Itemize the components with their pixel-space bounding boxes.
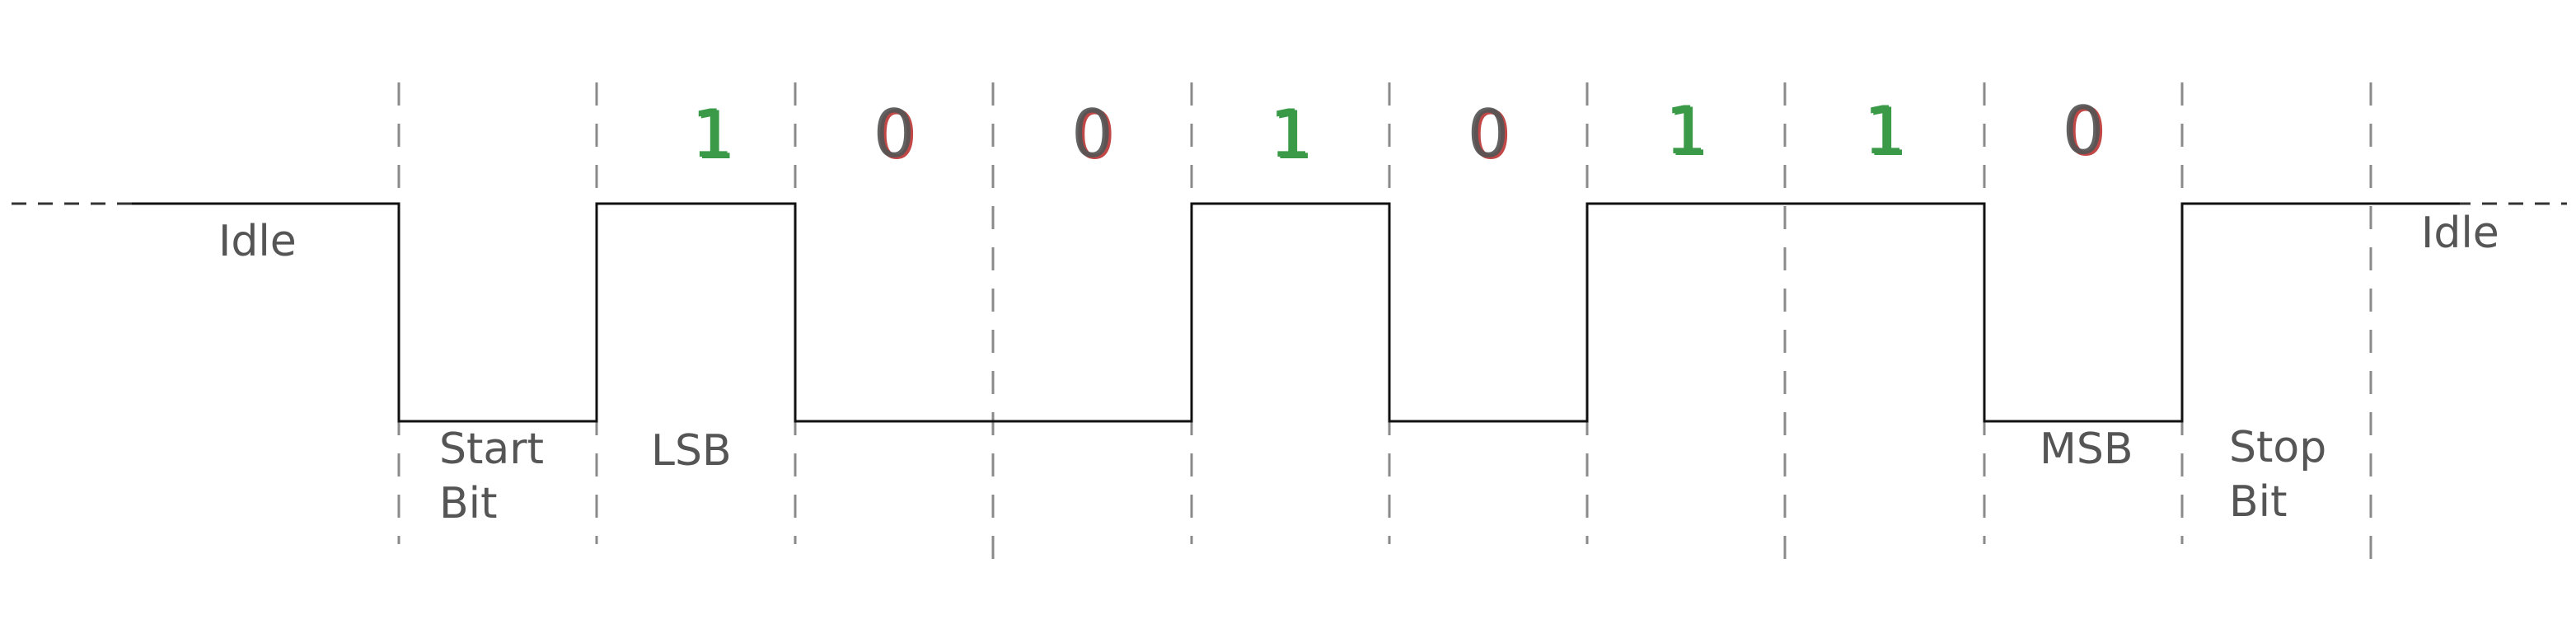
bit-digit-shadow: 0: [876, 97, 918, 174]
bit-digit: 1: [691, 96, 733, 172]
stop-bit-label-line2: Bit: [2229, 477, 2288, 527]
bit-digit: 0: [1468, 96, 1510, 172]
bit-digit-shadow: 0: [1074, 97, 1116, 174]
bit-boundary-guides: [397, 82, 2372, 569]
idle-right-label: Idle: [2421, 209, 2499, 258]
stop-bit-label-line1: Stop: [2229, 423, 2326, 472]
bit-digit: 1: [1270, 96, 1312, 172]
start-bit-label-line1: Start: [439, 425, 544, 474]
bit-digit: 1: [1665, 92, 1707, 169]
signal-waveform: [132, 202, 2460, 423]
bit-digit: 1: [1864, 92, 1906, 169]
lsb-label: LSB: [651, 426, 732, 476]
stop-bit-label: Stop Bit: [2229, 423, 2340, 527]
idle-left-label: Idle: [218, 217, 297, 266]
start-bit-label-line2: Bit: [439, 479, 498, 528]
msb-label: MSB: [2040, 425, 2133, 474]
bit-digit: 0: [873, 96, 916, 172]
bit-digit-shadow: 0: [1470, 97, 1512, 174]
bit-digit-shadow: 1: [1668, 94, 1710, 171]
bit-digit-shadow: 0: [2065, 94, 2107, 171]
bit-digit-shadow: 1: [694, 97, 736, 174]
bit-digit-shadow: 1: [1866, 94, 1909, 171]
start-bit-label: Start Bit: [439, 425, 558, 528]
bit-digit-shadow: 1: [1272, 97, 1314, 174]
bit-digit: 0: [1071, 96, 1113, 172]
bit-digit: 0: [2063, 92, 2105, 169]
